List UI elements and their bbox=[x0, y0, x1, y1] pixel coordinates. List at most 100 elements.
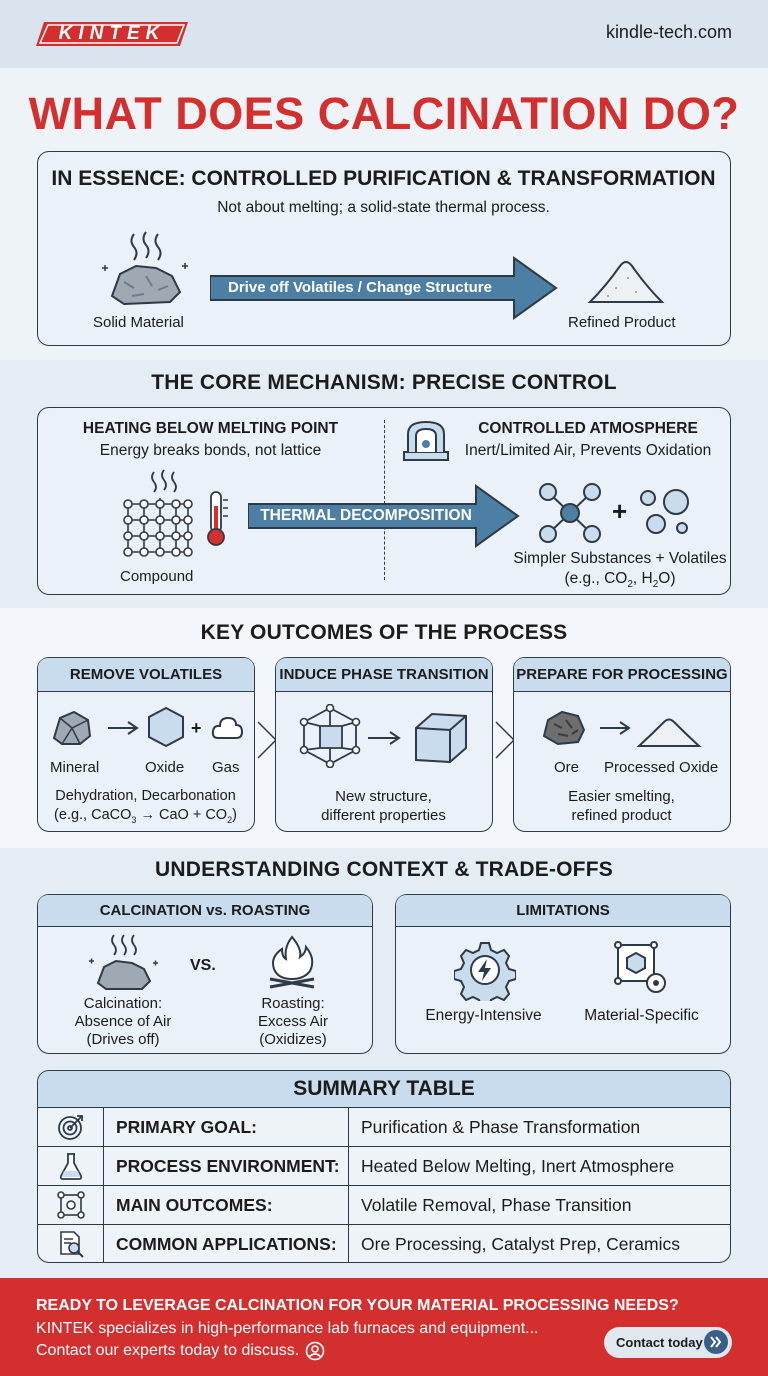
footer-headline: READY TO LEVERAGE CALCINATION FOR YOUR M… bbox=[36, 1297, 679, 1314]
summary-key: MAIN OUTCOMES: bbox=[104, 1186, 349, 1224]
ore-rock-icon bbox=[542, 710, 586, 746]
double-chevron-right-icon bbox=[704, 1330, 728, 1354]
result-formula-sub1: 2 bbox=[627, 579, 633, 591]
atmosphere-title: CONTROLLED ATMOSPHERE bbox=[478, 420, 698, 437]
summary-title: SUMMARY TABLE bbox=[38, 1071, 730, 1107]
compare-title: CALCINATION vs. ROASTING bbox=[38, 895, 372, 927]
heating-title: HEATING BELOW MELTING POINT bbox=[82, 420, 339, 437]
compound-label: Compound bbox=[120, 568, 194, 585]
mechanism-plus: + bbox=[612, 496, 628, 526]
caco3-b: → CaO + CO bbox=[136, 807, 228, 823]
mechanism-divider bbox=[384, 420, 385, 580]
roasting-line1: Roasting: bbox=[261, 995, 325, 1012]
essence-card: IN ESSENCE: CONTROLLED PURIFICATION & TR… bbox=[37, 151, 731, 346]
table-row: MAIN OUTCOMES: Volatile Removal, Phase T… bbox=[38, 1185, 730, 1224]
calcination-line3: (Drives off) bbox=[86, 1031, 160, 1048]
roasting-line2: Excess Air bbox=[257, 1013, 329, 1030]
arrow-right-icon bbox=[368, 731, 401, 745]
outcomes-heading: KEY OUTCOMES OF THE PROCESS bbox=[200, 621, 568, 644]
brand-logo[interactable]: KINTEK bbox=[36, 20, 188, 48]
arrow-right-icon bbox=[600, 721, 631, 735]
outcome-desc1: Easier smelting, bbox=[568, 788, 675, 805]
summary-value: Heated Below Melting, Inert Atmosphere bbox=[361, 1155, 675, 1176]
contact-button[interactable]: Contact today bbox=[604, 1327, 732, 1358]
atmosphere-subtitle: Inert/Limited Air, Prevents Oxidation bbox=[464, 442, 712, 459]
caco3-c: ) bbox=[232, 807, 237, 823]
summary-value: Ore Processing, Catalyst Prep, Ceramics bbox=[361, 1233, 680, 1254]
result-formula-a: (e.g., CO bbox=[564, 570, 628, 587]
caco3-sub: 3 bbox=[131, 814, 137, 825]
mechanism-card: HEATING BELOW MELTING POINT Energy break… bbox=[37, 407, 731, 595]
summary-table: SUMMARY TABLE PRIMARY GOAL: Purification… bbox=[37, 1070, 731, 1263]
footer-line2-text: Contact our experts today to discuss. bbox=[36, 1342, 300, 1359]
gas-label: Gas bbox=[212, 759, 240, 776]
solid-material-label: Solid Material bbox=[93, 314, 184, 331]
calcination-line2: Absence of Air bbox=[74, 1013, 172, 1030]
oxide-label: Oxide bbox=[145, 759, 185, 776]
result-formula-c: O) bbox=[658, 570, 676, 587]
summary-key: PROCESS ENVIRONMENT: bbox=[104, 1147, 349, 1185]
rock-steam-icon bbox=[102, 231, 188, 306]
bubbles-icon bbox=[640, 489, 689, 534]
decomposition-arrow bbox=[248, 484, 520, 548]
flask-icon bbox=[38, 1147, 104, 1185]
limitations-card: LIMITATIONS Energy-Intensive Material-Sp… bbox=[395, 894, 731, 1054]
limitations-title: LIMITATIONS bbox=[396, 895, 730, 927]
outcome-title: REMOVE VOLATILES bbox=[38, 658, 254, 692]
oxide-hexagon-icon bbox=[148, 706, 184, 748]
summary-value: Volatile Removal, Phase Transition bbox=[361, 1194, 632, 1215]
summary-key: PRIMARY GOAL: bbox=[104, 1108, 349, 1146]
gas-cloud-icon bbox=[211, 716, 244, 739]
essence-heading: IN ESSENCE: CONTROLLED PURIFICATION & TR… bbox=[51, 167, 716, 190]
essence-arrow bbox=[210, 256, 558, 320]
user-icon bbox=[305, 1341, 325, 1361]
outcome-desc1: New structure, bbox=[335, 788, 432, 805]
page-title: WHAT DOES CALCINATION DO? bbox=[28, 88, 740, 139]
compare-card: CALCINATION vs. ROASTING VS. Calcination… bbox=[37, 894, 373, 1054]
decomposition-label: THERMAL DECOMPOSITION bbox=[260, 507, 472, 524]
outcome-title: INDUCE PHASE TRANSITION bbox=[276, 658, 492, 692]
contact-button-label: Contact today bbox=[616, 1335, 703, 1350]
outcome-desc2: refined product bbox=[571, 807, 672, 824]
outcome-desc2: (e.g., CaCO3 → CaO + CO2) bbox=[38, 807, 253, 825]
powder-pile-icon bbox=[587, 261, 665, 303]
result-line2: (e.g., CO2, H2O) bbox=[488, 570, 752, 590]
essence-subtitle: Not about melting; a solid-state thermal… bbox=[217, 199, 550, 216]
outcome-desc2: different properties bbox=[321, 807, 446, 824]
summary-key: COMMON APPLICATIONS: bbox=[104, 1225, 349, 1262]
rock-steam-icon bbox=[89, 934, 158, 990]
roasting-line3: (Oxidizes) bbox=[259, 1031, 327, 1048]
footer-line1: KINTEK specializes in high-performance l… bbox=[36, 1320, 539, 1337]
outcome-card-prepare-processing: PREPARE FOR PROCESSING Ore Processed Oxi… bbox=[513, 657, 731, 832]
table-row: PRIMARY GOAL: Purification & Phase Trans… bbox=[38, 1107, 730, 1146]
arrow-right-icon bbox=[108, 721, 139, 735]
table-row: PROCESS ENVIRONMENT: Heated Below Meltin… bbox=[38, 1146, 730, 1185]
site-url[interactable]: kindle-tech.com bbox=[605, 22, 732, 42]
crystal-lattice-icon bbox=[299, 704, 361, 768]
molecule-icon bbox=[38, 1186, 104, 1224]
caco3-a: (e.g., CaCO bbox=[54, 807, 132, 823]
mineral-icon bbox=[52, 710, 92, 745]
essence-arrow-label: Drive off Volatiles / Change Structure bbox=[228, 279, 492, 296]
document-search-icon bbox=[38, 1225, 104, 1262]
co2-sub: 2 bbox=[227, 814, 233, 825]
refined-product-label: Refined Product bbox=[568, 314, 676, 331]
outcome-desc1: Dehydration, Decarbonation bbox=[55, 788, 236, 804]
processed-oxide-label: Processed Oxide bbox=[604, 759, 719, 776]
calcination-line1: Calcination: bbox=[83, 995, 163, 1012]
fire-icon bbox=[269, 935, 315, 989]
brand-logo-text: KINTEK bbox=[58, 23, 166, 44]
cube-icon bbox=[415, 712, 467, 764]
ore-label: Ore bbox=[554, 759, 580, 776]
material-gear-icon bbox=[614, 941, 666, 993]
limitation-energy: Energy-Intensive bbox=[425, 1007, 542, 1024]
furnace-icon bbox=[403, 420, 449, 461]
powder-pile-icon bbox=[636, 718, 702, 747]
thermometer-icon bbox=[207, 491, 228, 546]
result-formula-b: , H bbox=[632, 570, 653, 587]
target-icon bbox=[38, 1108, 104, 1146]
heating-subtitle: Energy breaks bonds, not lattice bbox=[99, 442, 322, 459]
limitation-material: Material-Specific bbox=[584, 1007, 699, 1024]
gear-lightning-icon bbox=[454, 942, 516, 1001]
outcome-title: PREPARE FOR PROCESSING bbox=[514, 658, 730, 692]
